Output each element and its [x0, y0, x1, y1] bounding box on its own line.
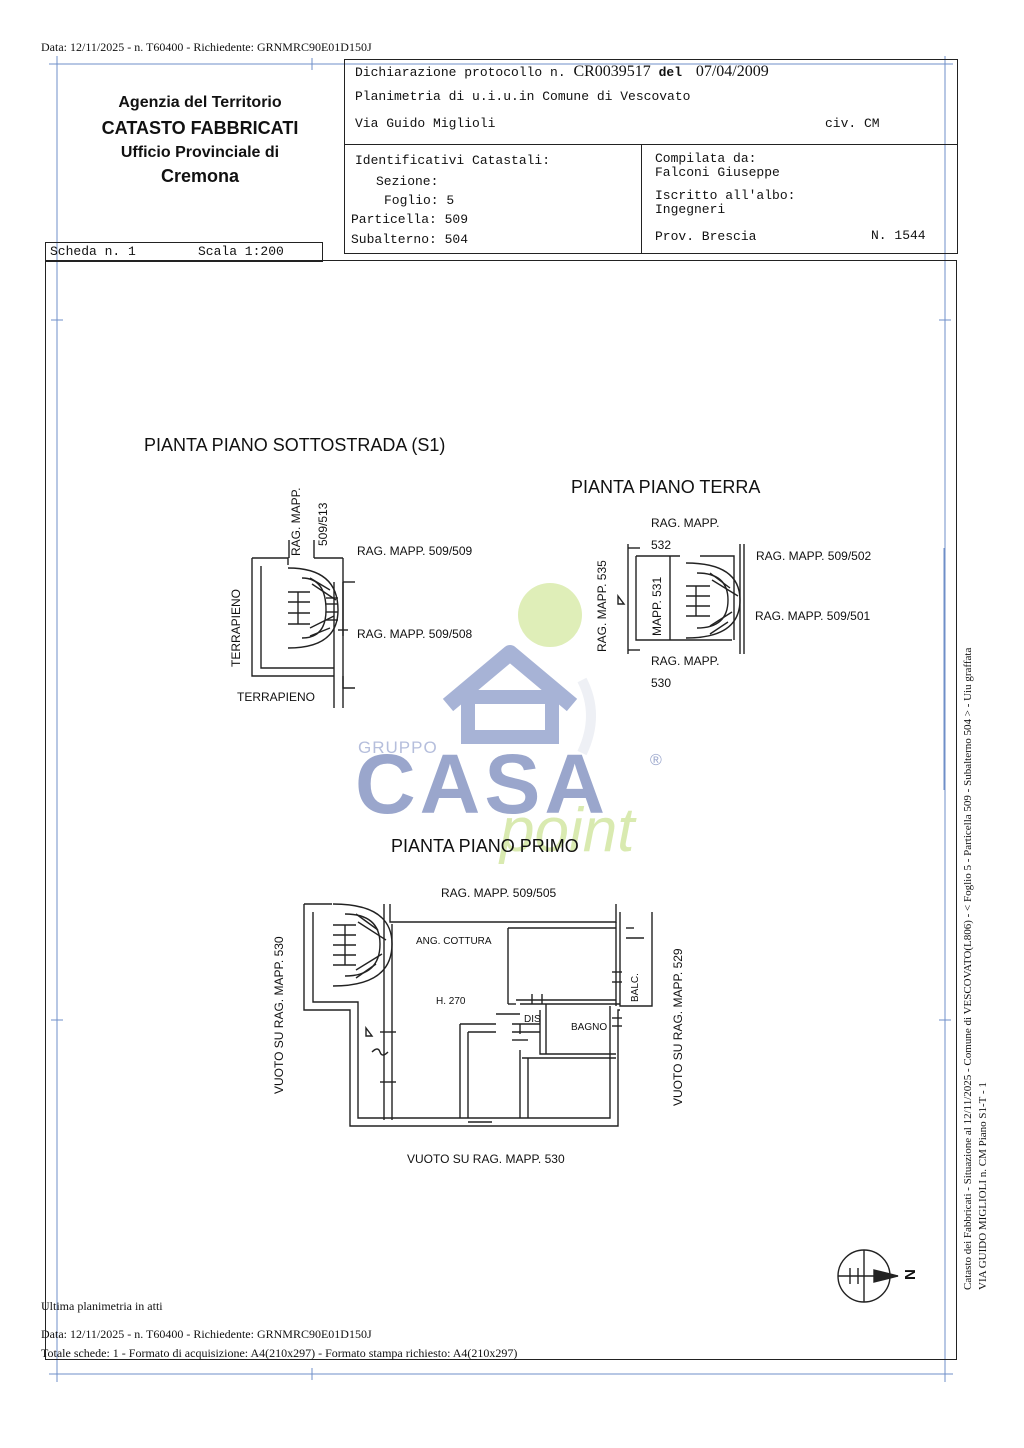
iscritto-label: Iscritto all'albo: — [655, 188, 796, 203]
civico: civ. CM — [825, 116, 880, 131]
terra-rag-mapp-532-number: 532 — [651, 538, 672, 552]
terra-rag-mapp-535: RAG. MAPP. 535 — [595, 560, 609, 652]
address-line: Via Guido Miglioli — [355, 116, 496, 131]
watermark-registered: ® — [650, 752, 662, 769]
watermark-casa: CASA — [355, 737, 610, 831]
albo-number: N. 1544 — [871, 228, 926, 243]
primo-vuoto-530-vertical: VUOTO SU RAG. MAPP. 530 — [272, 936, 286, 1094]
box-divider — [641, 145, 642, 253]
provincia: Prov. Brescia — [655, 229, 757, 244]
s1-terrapieno-horizontal: TERRAPIENO — [237, 690, 316, 704]
protocol-date: 07/04/2009 — [695, 63, 769, 80]
ufficio-label: Ufficio Provinciale di — [120, 144, 280, 161]
watermark-point: point — [500, 796, 635, 865]
declaration-box: Dichiarazione protocollo n. CR0039517 de… — [344, 59, 958, 145]
identification-box: Identificativi Catastali: Sezione: Fogli… — [344, 144, 958, 254]
drawing-frame — [45, 260, 957, 1360]
scheda-number: Scheda n. 1 — [50, 244, 136, 259]
terra-rag-mapp-530-label: RAG. MAPP. — [651, 654, 720, 668]
agency-block: Agenzia del Territorio CATASTO FABBRICAT… — [55, 92, 345, 187]
s1-rag-509-508: RAG. MAPP. 509/508 — [357, 627, 473, 641]
s1-rag-509-513: 509/513 — [316, 502, 330, 546]
del-label: del — [658, 65, 683, 80]
s1-rag-509-509: RAG. MAPP. 509/509 — [357, 544, 473, 558]
compilata-label: Compilata da: — [655, 151, 757, 166]
protocol-number: CR0039517 — [573, 63, 651, 80]
room-dis: DIS — [524, 1014, 541, 1025]
primo-plan — [303, 903, 653, 1127]
plan-title-terra: PIANTA PIANO TERRA — [571, 477, 761, 497]
primo-vuoto-529-vertical: VUOTO SU RAG. MAPP. 529 — [671, 948, 685, 1106]
room-ang-cottura: ANG. COTTURA — [416, 936, 492, 947]
side-info-line-2: VIA GUIDO MIGLIOLI n. CM Piano S1-T - 1 — [977, 1082, 989, 1290]
catasto-title: CATASTO FABBRICATI — [101, 118, 299, 138]
casa-point-watermark-logo — [442, 583, 596, 756]
side-info-line-1: Catasto dei Fabbricati - Situazione al 1… — [962, 647, 974, 1290]
room-bagno: BAGNO — [571, 1022, 608, 1033]
identificativi-title: Identificativi Catastali: — [355, 153, 551, 168]
compass-north-label: N — [900, 1269, 918, 1280]
terra-rag-mapp-532-label: RAG. MAPP. — [651, 516, 720, 530]
particella: Particella: 509 — [351, 212, 469, 227]
sezione: Sezione: — [376, 174, 439, 189]
albo: Ingegneri — [655, 202, 726, 217]
top-request-line: Data: 12/11/2025 - n. T60400 - Richieden… — [41, 40, 372, 54]
plan-title-sottostrada: PIANTA PIANO SOTTOSTRADA (S1) — [144, 435, 446, 455]
s1-plan — [251, 540, 355, 708]
compass-rose — [837, 1249, 899, 1303]
footer-request-line: Data: 12/11/2025 - n. T60400 - Richieden… — [41, 1327, 372, 1341]
agency-name: Agenzia del Territorio — [118, 94, 282, 111]
terra-rag-509-502: RAG. MAPP. 509/502 — [756, 549, 872, 563]
ufficio-city: Cremona — [160, 166, 240, 186]
watermark-gruppo: GRUPPO — [358, 738, 438, 757]
room-height: H. 270 — [436, 996, 466, 1007]
plan-title-primo: PIANTA PIANO PRIMO — [391, 836, 579, 856]
room-balcone: BALC. — [630, 973, 641, 1002]
footer-ultima-planimetria: Ultima planimetria in atti — [41, 1299, 163, 1313]
primo-rag-509-505: RAG. MAPP. 509/505 — [441, 886, 557, 900]
primo-vuoto-530-horizontal: VUOTO SU RAG. MAPP. 530 — [407, 1152, 565, 1166]
planimetria-line: Planimetria di u.i.u.in Comune di Vescov… — [355, 89, 691, 104]
declaration-line: Dichiarazione protocollo n. CR0039517 de… — [355, 63, 769, 81]
protocol-label: Dichiarazione protocollo n. — [355, 65, 566, 80]
scheda-box: Scheda n. 1 Scala 1:200 — [45, 242, 323, 262]
scala: Scala 1:200 — [198, 244, 284, 259]
s1-terrapieno-vertical: TERRAPIENO — [229, 588, 243, 667]
foglio: Foglio: 5 — [384, 193, 455, 208]
terra-plan — [617, 544, 745, 654]
subalterno: Subalterno: 504 — [351, 232, 469, 247]
s1-rag-mapp-vertical: RAG. MAPP. — [289, 487, 303, 556]
terra-rag-509-501: RAG. MAPP. 509/501 — [755, 609, 871, 623]
footer-totale-schede: Totale schede: 1 - Formato di acquisizio… — [41, 1346, 518, 1360]
terra-rag-mapp-530-number: 530 — [651, 676, 672, 690]
terra-mapp-531: MAPP. 531 — [650, 576, 664, 636]
compilata-name: Falconi Giuseppe — [655, 165, 780, 180]
